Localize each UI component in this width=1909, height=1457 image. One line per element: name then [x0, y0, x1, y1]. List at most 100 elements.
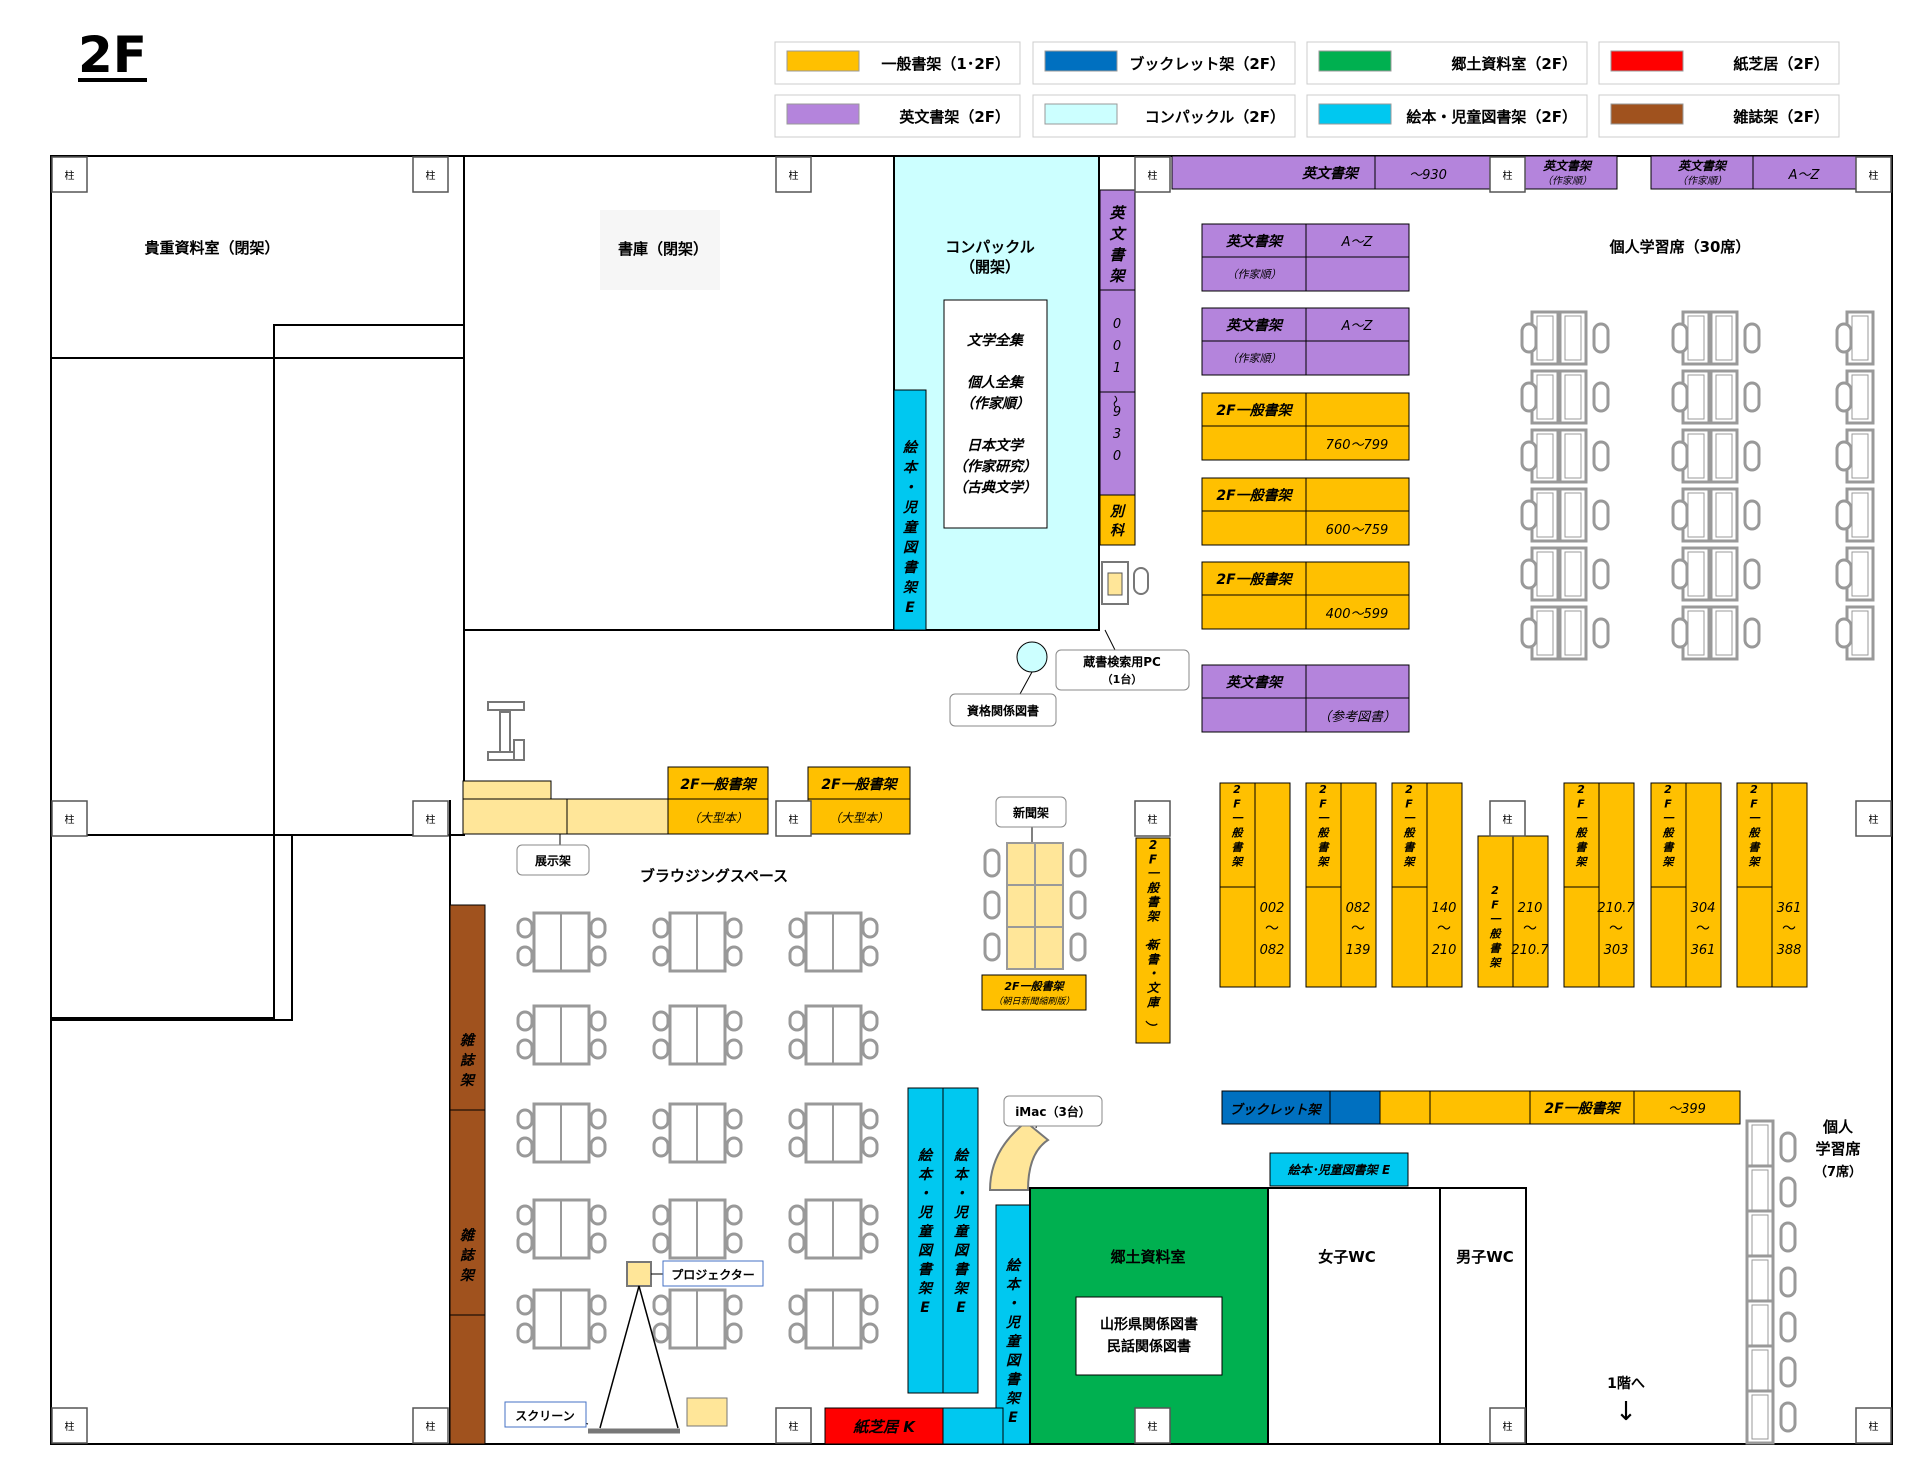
- right-block-5-range: 400〜599: [1326, 607, 1389, 622]
- browsing-chair: [652, 1294, 670, 1316]
- study-desk-top: [1715, 492, 1733, 538]
- browsing-chair: [516, 1108, 534, 1130]
- bay-3-left: [1391, 782, 1428, 988]
- browsing-chair: [589, 1294, 607, 1316]
- general-shelf-to399-title: 2F一般書架: [1544, 1100, 1621, 1117]
- browsing-chair: [788, 1136, 806, 1158]
- qualification-books-marker: [1016, 641, 1048, 673]
- browsing-chair: [652, 1038, 670, 1060]
- browsing-chair: [652, 1322, 670, 1344]
- bay-2-tilde: 〜: [1351, 921, 1365, 937]
- newspaper-cell: [1034, 842, 1064, 886]
- study-desk-top: [1715, 374, 1733, 420]
- pillar-label: 柱: [426, 169, 436, 182]
- compack-box-line-5: （作家研究）: [953, 458, 1037, 475]
- newspaper-callout: [995, 796, 1067, 828]
- study-chair: [1520, 381, 1538, 413]
- pillar-label: 柱: [789, 813, 799, 826]
- browsing-chair: [725, 1038, 743, 1060]
- bay-7-to: 388: [1777, 943, 1802, 958]
- study-desk-top: [1536, 374, 1554, 420]
- study-desk-top: [1687, 610, 1705, 656]
- magazine-rack-label-1-text: 雑誌架: [460, 1032, 477, 1089]
- kamishibai-shelf: [824, 1407, 944, 1445]
- pillar: [1855, 1407, 1892, 1444]
- study-chair: [1743, 381, 1761, 413]
- local-materials-box-line-1: 山形県関係図書: [1100, 1316, 1198, 1333]
- right-block-2-title: 英文書架: [1225, 317, 1284, 334]
- study-desk-top: [1687, 315, 1705, 361]
- pillar-label: 柱: [1503, 1420, 1513, 1433]
- right-block-3-title: 2F一般書架: [1216, 402, 1293, 419]
- betsuka-label: 別科: [1109, 504, 1127, 539]
- study-seats-7: [1745, 1119, 1797, 1445]
- bay-3-from: 140: [1432, 901, 1457, 916]
- compack-box-line-1: 文学全集: [967, 332, 1025, 349]
- large-books-shelf-2-sub: （大型本）: [829, 811, 889, 825]
- study-area-7-line-1: 個人: [1822, 1118, 1854, 1136]
- pillar: [51, 800, 88, 837]
- legend-swatch: [1610, 50, 1684, 72]
- large-books-shelf-1-sub: （大型本）: [688, 811, 748, 825]
- bay-2-right: [1340, 782, 1377, 988]
- kamishibai-shelf-label: 紙芝居 K: [852, 1418, 916, 1436]
- bay-2-to: 139: [1346, 943, 1371, 958]
- legend-swatch: [1318, 103, 1392, 125]
- pillar: [775, 800, 812, 837]
- browsing-chair: [589, 1322, 607, 1344]
- study-desk-top: [1564, 610, 1582, 656]
- pillar: [1489, 1407, 1526, 1444]
- study-chair: [1835, 499, 1853, 531]
- browsing-chair: [725, 1204, 743, 1226]
- newspaper-cell: [1006, 926, 1036, 970]
- study-chair: [1592, 558, 1610, 590]
- display-shelf: [462, 798, 669, 835]
- study-area-30-label: 個人学習席（30席）: [1609, 238, 1751, 256]
- bay-3-right: [1426, 782, 1463, 988]
- right-block-6-title: 英文書架: [1225, 674, 1284, 691]
- study-chair: [1520, 617, 1538, 649]
- local-materials-room-label: 郷土資料室: [1110, 1248, 1185, 1266]
- browsing-chair: [788, 1038, 806, 1060]
- pillar: [412, 800, 449, 837]
- projector-callout: [662, 1260, 764, 1287]
- browsing-chair: [861, 1204, 879, 1226]
- newspaper-cell: [1006, 884, 1036, 928]
- pillars: 柱柱柱柱柱柱柱柱柱柱柱柱柱柱柱柱柱柱: [51, 156, 1892, 1444]
- browsing-chair: [589, 945, 607, 967]
- bay-2-left: [1305, 782, 1342, 988]
- study-desk-top: [1536, 610, 1554, 656]
- bay-6-left: [1650, 782, 1687, 988]
- compack-box-line-2: 個人全集: [967, 374, 1025, 391]
- study-chair: [1592, 322, 1610, 354]
- study-desk-top: [1851, 374, 1869, 420]
- browsing-chair: [788, 945, 806, 967]
- study-desk-top: [1751, 1214, 1769, 1260]
- study-desk-top: [1564, 433, 1582, 479]
- search-pc-callout-line-2: （1台）: [1102, 672, 1143, 686]
- study-desk-top: [1751, 1349, 1769, 1395]
- right-block-4-range: 600〜759: [1326, 523, 1389, 538]
- asahi-shelf-sub: （朝日新聞縮刷版）: [993, 996, 1074, 1007]
- legend-label: 絵本・児童図書架（2F）: [1406, 108, 1577, 126]
- browsing-chair: [589, 1038, 607, 1060]
- study-chair: [1592, 499, 1610, 531]
- study-desk-top: [1564, 551, 1582, 597]
- legend: 一般書架（1･2F）ブックレット架（2F）郷土資料室（2F）紙芝居（2F）英文書…: [774, 41, 1840, 138]
- right-block-1-sub: （作家順）: [1227, 268, 1282, 281]
- bay-6-to: 361: [1691, 943, 1716, 958]
- screen-callout-label: スクリーン: [515, 1409, 574, 1423]
- study-chair: [1835, 322, 1853, 354]
- study-chair: [1779, 1401, 1797, 1433]
- browsing-chair: [725, 1108, 743, 1130]
- study-desk-top: [1564, 315, 1582, 361]
- bay-3-to: 210: [1432, 943, 1457, 958]
